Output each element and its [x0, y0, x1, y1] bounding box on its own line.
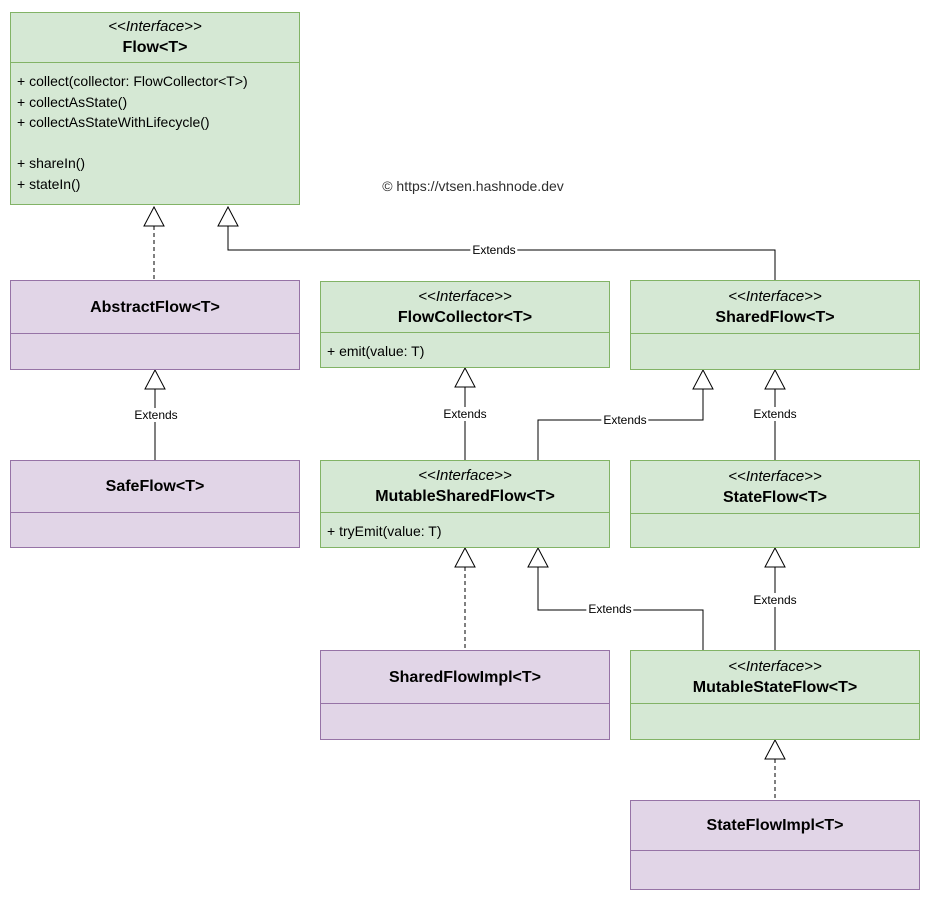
class-header: <<Interface>> StateFlow<T> [631, 461, 919, 514]
class-members [631, 514, 919, 522]
class-box-stateflowimpl: StateFlowImpl<T> [630, 800, 920, 890]
method-item: + emit(value: T) [327, 343, 425, 359]
class-name: StateFlow<T> [722, 488, 828, 506]
class-header: <<Interface>> FlowCollector<T> [321, 282, 609, 333]
class-members: + collect(collector: FlowCollector<T>) +… [11, 63, 299, 194]
class-members [11, 513, 299, 521]
class-name: FlowCollector<T> [397, 308, 533, 326]
class-header: <<Interface>> SharedFlow<T> [631, 281, 919, 334]
stereotype-label: <<Interface>> [418, 467, 512, 484]
stereotype-label: <<Interface>> [728, 657, 822, 675]
class-header: SafeFlow<T> [11, 461, 299, 513]
class-box-sharedflowimpl: SharedFlowImpl<T> [320, 650, 610, 740]
class-members [11, 334, 299, 342]
class-box-abstractflow: AbstractFlow<T> [10, 280, 300, 370]
class-members: + tryEmit(value: T) [321, 513, 609, 542]
edge-label-mutablesharedflow-extends-sharedflow: Extends [601, 413, 649, 427]
method-item-spacer [17, 133, 293, 154]
stereotype-label: <<Interface>> [728, 467, 822, 485]
class-box-mutablesharedflow: <<Interface>> MutableSharedFlow<T> + try… [320, 460, 610, 548]
inheritance-triangle-icon [454, 366, 476, 388]
class-header: SharedFlowImpl<T> [321, 651, 609, 704]
class-name: MutableStateFlow<T> [692, 678, 858, 696]
method-item: + tryEmit(value: T) [327, 523, 442, 539]
edge-label-mutablestateflow-extends-mutablesharedflow: Extends [586, 602, 634, 616]
class-members [631, 334, 919, 342]
stereotype-label: <<Interface>> [728, 287, 822, 305]
class-header: <<Interface>> MutableStateFlow<T> [631, 651, 919, 704]
edge-label-mutablestateflow-extends-stateflow: Extends [751, 593, 799, 607]
class-name: MutableSharedFlow<T> [375, 488, 555, 505]
class-box-flow: <<Interface>> Flow<T> + collect(collecto… [10, 12, 300, 205]
class-box-stateflow: <<Interface>> StateFlow<T> [630, 460, 920, 548]
edge-label-sharedflow-extends-flow: Extends [470, 243, 518, 257]
method-item: + shareIn() [17, 155, 86, 171]
method-item: + collectAsStateWithLifecycle() [17, 114, 210, 130]
class-header: <<Interface>> Flow<T> [11, 13, 299, 63]
class-header: StateFlowImpl<T> [631, 801, 919, 851]
inheritance-triangle-icon [217, 205, 239, 227]
class-members [631, 851, 919, 859]
inheritance-triangle-icon [764, 546, 786, 568]
inheritance-triangle-icon [144, 368, 166, 390]
class-header: <<Interface>> MutableSharedFlow<T> [321, 461, 609, 513]
inheritance-triangle-icon [143, 205, 165, 227]
class-name: AbstractFlow<T> [90, 298, 220, 316]
class-members [321, 704, 609, 712]
inheritance-triangle-icon [764, 738, 786, 760]
inheritance-triangle-icon [527, 546, 549, 568]
class-name: SharedFlowImpl<T> [388, 668, 542, 686]
class-name: StateFlowImpl<T> [706, 817, 844, 834]
method-item: + stateIn() [17, 175, 81, 192]
class-box-safeflow: SafeFlow<T> [10, 460, 300, 548]
method-item: + collectAsState() [17, 93, 128, 110]
edge-label-stateflow-extends-sharedflow: Extends [751, 407, 799, 421]
class-header: AbstractFlow<T> [11, 281, 299, 334]
inheritance-triangle-icon [454, 546, 476, 568]
class-members: + emit(value: T) [321, 333, 609, 362]
class-box-mutablestateflow: <<Interface>> MutableStateFlow<T> [630, 650, 920, 740]
edge-label-mutablesharedflow-extends-flowcollector: Extends [441, 407, 489, 421]
class-members [631, 704, 919, 712]
copyright-text: © https://vtsen.hashnode.dev [382, 178, 564, 194]
inheritance-triangle-icon [692, 368, 714, 390]
stereotype-label: <<Interface>> [418, 287, 512, 305]
class-name: Flow<T> [122, 39, 188, 56]
class-name: SafeFlow<T> [105, 478, 205, 495]
class-box-sharedflow: <<Interface>> SharedFlow<T> [630, 280, 920, 370]
class-name: SharedFlow<T> [715, 308, 835, 326]
stereotype-label: <<Interface>> [108, 18, 202, 35]
edge-label-safeflow-extends-abstractflow: Extends [132, 408, 180, 422]
class-box-flowcollector: <<Interface>> FlowCollector<T> + emit(va… [320, 281, 610, 368]
method-item: + collect(collector: FlowCollector<T>) [17, 73, 248, 89]
inheritance-triangle-icon [764, 368, 786, 390]
